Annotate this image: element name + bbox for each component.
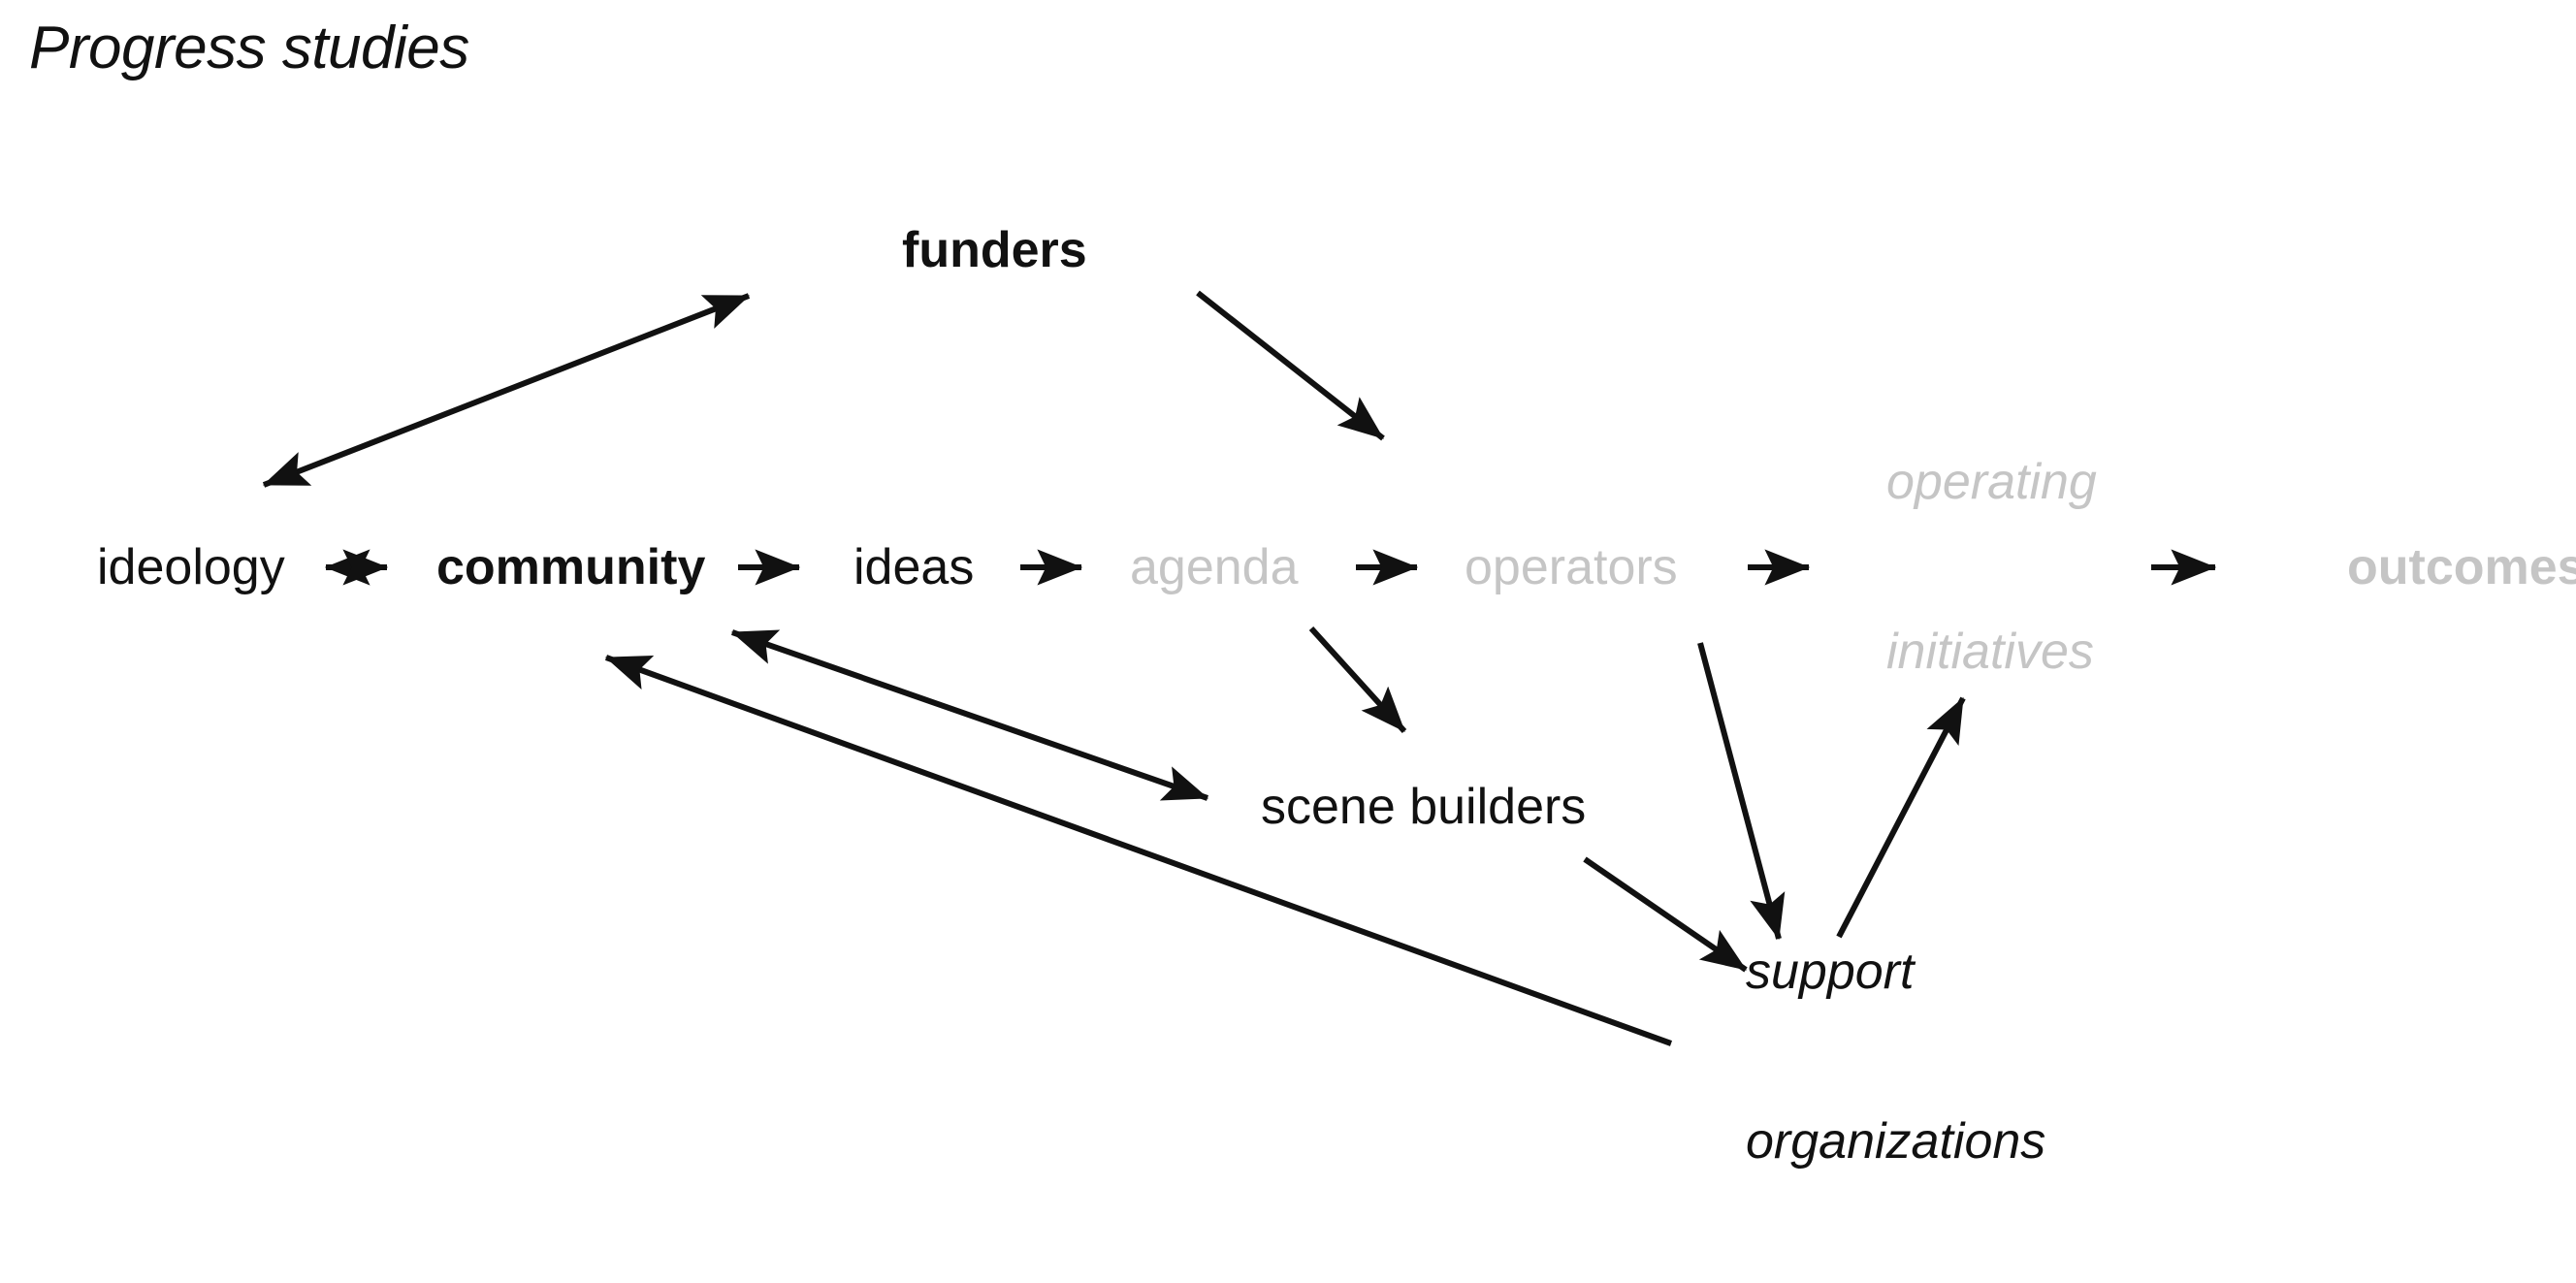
edge-community-funders xyxy=(262,293,751,488)
node-outcomes[interactable]: outcomes xyxy=(2347,538,2576,595)
page-title: Progress studies xyxy=(29,15,469,81)
node-funders[interactable]: funders xyxy=(902,221,1087,278)
edge-scene-builders-support-organizations xyxy=(1583,856,1748,973)
node-ideas[interactable]: ideas xyxy=(853,538,975,595)
diagram-canvas: Progress studies xyxy=(29,15,2576,1171)
node-support-organizations[interactable]: support organizations xyxy=(1746,831,2045,1283)
node-ideology[interactable]: ideology xyxy=(97,538,285,595)
edge-support-organizations-community xyxy=(604,655,1673,1046)
node-support-organizations-line-2: organizations xyxy=(1746,1113,2046,1171)
node-operating-initiatives-line-1: operating xyxy=(1886,454,2097,511)
node-community[interactable]: community xyxy=(436,538,706,595)
node-support-organizations-line-1: support xyxy=(1746,944,1915,1001)
node-scene-builders[interactable]: scene builders xyxy=(1261,778,1587,835)
node-agenda[interactable]: agenda xyxy=(1130,538,1299,595)
edge-ideas-scene-builders xyxy=(1308,625,1407,734)
node-operating-initiatives-line-2: initiatives xyxy=(1886,624,2094,681)
node-operators[interactable]: operators xyxy=(1465,538,1678,595)
edge-scene-builders-community xyxy=(730,629,1209,801)
edge-funders-operators xyxy=(1196,290,1385,441)
node-operating-initiatives[interactable]: operating initiatives xyxy=(1886,341,2097,793)
